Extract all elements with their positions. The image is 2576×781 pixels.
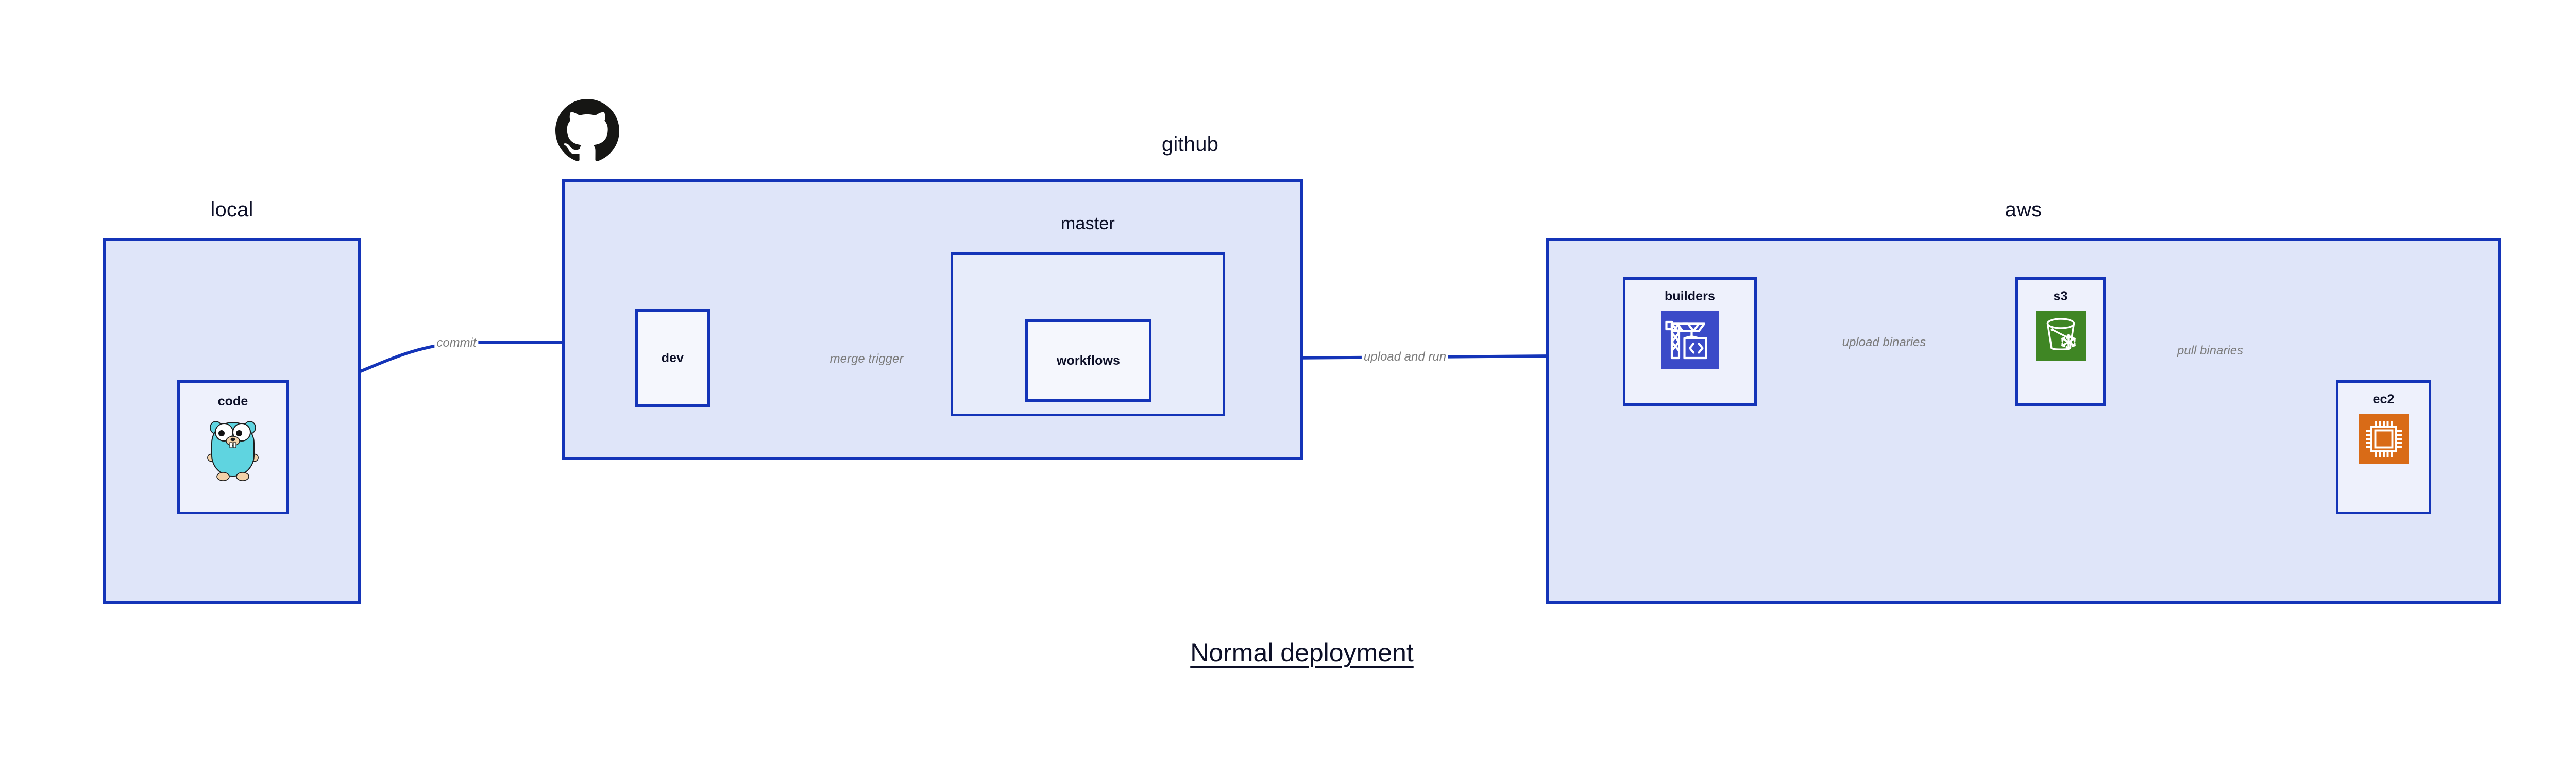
subgroup-label-master: master: [1060, 214, 1115, 233]
group-label-github: github: [1161, 133, 1219, 156]
aws-codebuild-icon: [1661, 311, 1719, 369]
go-gopher-icon: [205, 416, 261, 483]
node-ec2[interactable]: ec2: [2336, 380, 2431, 514]
aws-ec2-icon: [2359, 414, 2409, 464]
edge-label-upload-and-run: upload and run: [1361, 350, 1449, 364]
node-label-s3: s3: [2053, 289, 2068, 303]
diagram-title: Normal deployment: [1190, 638, 1414, 667]
node-code[interactable]: code: [177, 380, 289, 514]
node-label-builders: builders: [1664, 289, 1716, 303]
node-s3[interactable]: s3: [2015, 277, 2106, 406]
aws-s3-glacier-icon: [2036, 311, 2086, 361]
node-dev[interactable]: dev: [635, 309, 710, 407]
group-label-local: local: [210, 198, 253, 221]
edge-label-pull-binaries: pull binaries: [2175, 344, 2246, 358]
node-label-dev: dev: [661, 350, 684, 365]
node-label-workflows: workflows: [1056, 353, 1121, 368]
group-label-aws: aws: [2005, 198, 2042, 221]
edge-label-upload-binaries: upload binaries: [1840, 335, 1928, 350]
node-workflows[interactable]: workflows: [1025, 319, 1151, 402]
node-label-ec2: ec2: [2372, 392, 2395, 406]
node-builders[interactable]: builders: [1623, 277, 1757, 406]
node-label-code: code: [217, 394, 248, 409]
edge-label-merge-trigger: merge trigger: [827, 352, 906, 366]
github-octocat-logo: [555, 99, 619, 163]
edge-label-commit: commit: [434, 336, 479, 350]
